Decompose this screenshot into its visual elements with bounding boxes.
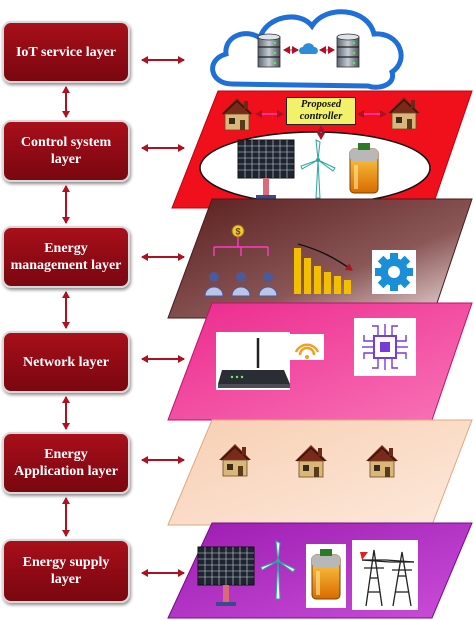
layer-box-energy-supply: Energy supply layer bbox=[2, 539, 130, 603]
gear-icon bbox=[372, 250, 416, 294]
layer-box-network: Network layer bbox=[2, 331, 130, 393]
layer-label: Energy Application layer bbox=[14, 447, 118, 479]
wifi-icon bbox=[290, 334, 324, 360]
layer-box-energy-application: Energy Application layer bbox=[2, 432, 130, 494]
energy-supply-layer bbox=[167, 522, 473, 619]
layer-label: Energy supply layer bbox=[22, 555, 110, 587]
dollar-icon: $ bbox=[231, 224, 245, 238]
mini-cloud-icon bbox=[299, 43, 318, 54]
chip-icon bbox=[354, 318, 416, 376]
layer-label: Control system layer bbox=[20, 135, 112, 167]
database-icon bbox=[257, 33, 281, 68]
controller-label: Proposed controller bbox=[299, 99, 343, 122]
proposed-controller-box: Proposed controller bbox=[286, 97, 356, 125]
cloud-icon bbox=[210, 9, 404, 90]
layer-label: IoT service layer bbox=[15, 44, 117, 60]
horizontal-arrows bbox=[141, 56, 185, 577]
battery-icon bbox=[306, 544, 346, 608]
router-icon bbox=[216, 332, 290, 390]
network-layer bbox=[167, 302, 473, 421]
energy-application-layer bbox=[167, 419, 473, 526]
bar-chart-icon bbox=[294, 243, 353, 294]
layer-box-iot-service: IoT service layer bbox=[2, 21, 130, 83]
database-icon bbox=[336, 33, 360, 68]
control-system-layer bbox=[171, 90, 473, 209]
layer-label: Energy management layer bbox=[10, 241, 122, 273]
energy-management-layer: $ bbox=[167, 198, 473, 319]
battery-icon bbox=[349, 142, 379, 194]
layer-box-energy-management: Energy management layer bbox=[2, 226, 130, 288]
svg-text:$: $ bbox=[235, 227, 240, 237]
power-tower-icon bbox=[352, 540, 418, 610]
layer-label: Network layer bbox=[23, 354, 109, 370]
layer-box-control-system: Control system layer bbox=[2, 120, 130, 182]
